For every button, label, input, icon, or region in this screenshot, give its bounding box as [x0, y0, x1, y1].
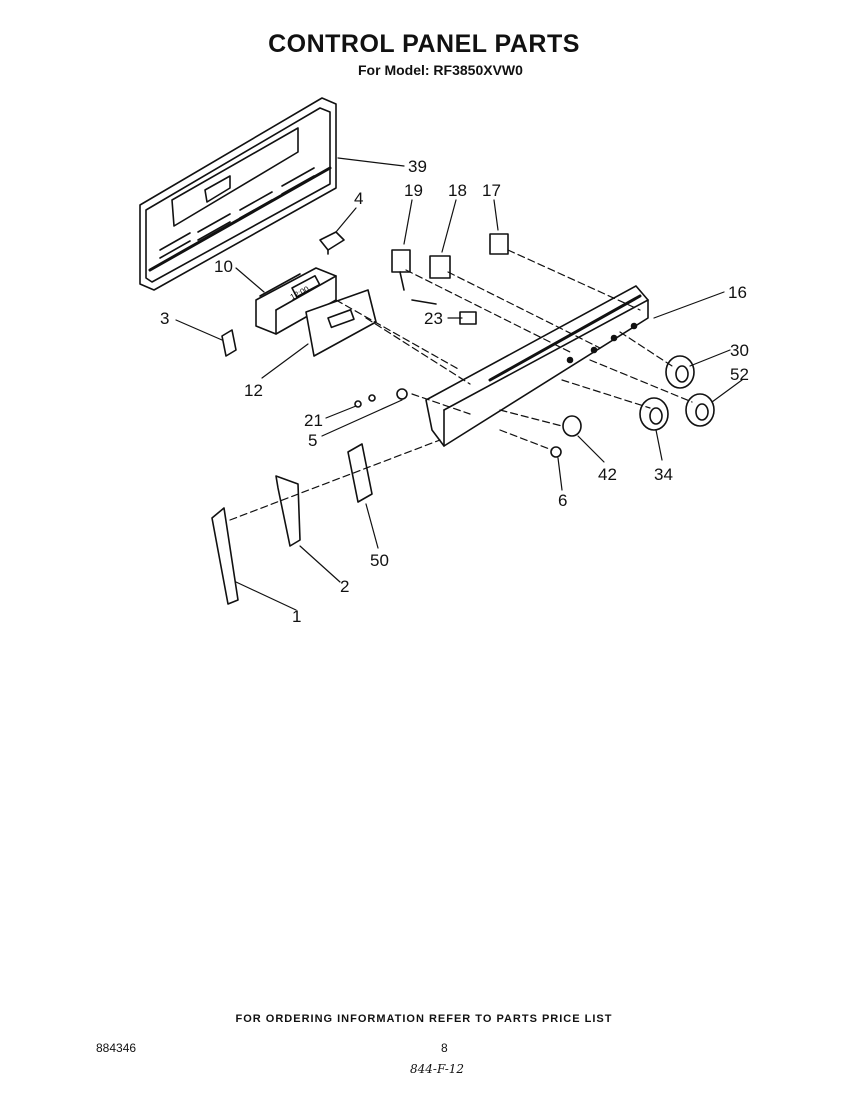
- callout-5: 5: [308, 431, 317, 450]
- callout-19: 19: [404, 181, 423, 200]
- spacer-part-5: [396, 388, 408, 400]
- callout-23: 23: [424, 309, 443, 328]
- leader-lines: [175, 157, 743, 611]
- assembly-guide-lines: [229, 249, 693, 521]
- knob-part-30: [665, 355, 695, 389]
- callout-42: 42: [598, 465, 617, 484]
- callout-50: 50: [370, 551, 389, 570]
- callout-17: 17: [482, 181, 501, 200]
- handwritten-note: 844-F-12: [410, 1062, 465, 1076]
- clock-module-part-10: [255, 267, 337, 335]
- screw-part-6: [550, 446, 562, 458]
- knob-part-42: [562, 415, 582, 437]
- document-number: 884346: [96, 1041, 137, 1055]
- switch-part-19: [391, 249, 437, 305]
- callout-4: 4: [354, 189, 363, 208]
- callout-12: 12: [244, 381, 263, 400]
- callout-39: 39: [408, 157, 427, 176]
- callout-30: 30: [730, 341, 749, 360]
- ordering-info-note: FOR ORDERING INFORMATION REFER TO PARTS …: [235, 1013, 613, 1025]
- switch-part-17: [489, 233, 509, 255]
- callout-52: 52: [730, 365, 749, 384]
- bracket-part-3: [221, 329, 237, 357]
- page-number: 8: [441, 1041, 448, 1055]
- callout-21: 21: [304, 411, 323, 430]
- model-subtitle: For Model: RF3850XVW0: [358, 62, 523, 78]
- control-panel-part-16: [425, 285, 649, 447]
- side-bracket-part-2: [275, 475, 301, 547]
- knob-part-34: [639, 397, 669, 431]
- callout-10: 10: [214, 257, 233, 276]
- knob-part-52: [685, 393, 715, 427]
- switch-part-18: [429, 255, 451, 279]
- callout-2: 2: [340, 577, 349, 596]
- end-cap-part-1: [211, 507, 239, 605]
- side-bracket-part-50: [347, 443, 373, 503]
- callout-6: 6: [558, 491, 567, 510]
- screw-part-21: [354, 394, 376, 408]
- clip-part-4: [319, 231, 345, 255]
- callout-16: 16: [728, 283, 747, 302]
- back-panel-part-39: [139, 97, 337, 291]
- page-title: CONTROL PANEL PARTS: [268, 30, 580, 58]
- callout-1: 1: [292, 607, 301, 626]
- callout-18: 18: [448, 181, 467, 200]
- callout-34: 34: [654, 465, 673, 484]
- callout-3: 3: [160, 309, 169, 328]
